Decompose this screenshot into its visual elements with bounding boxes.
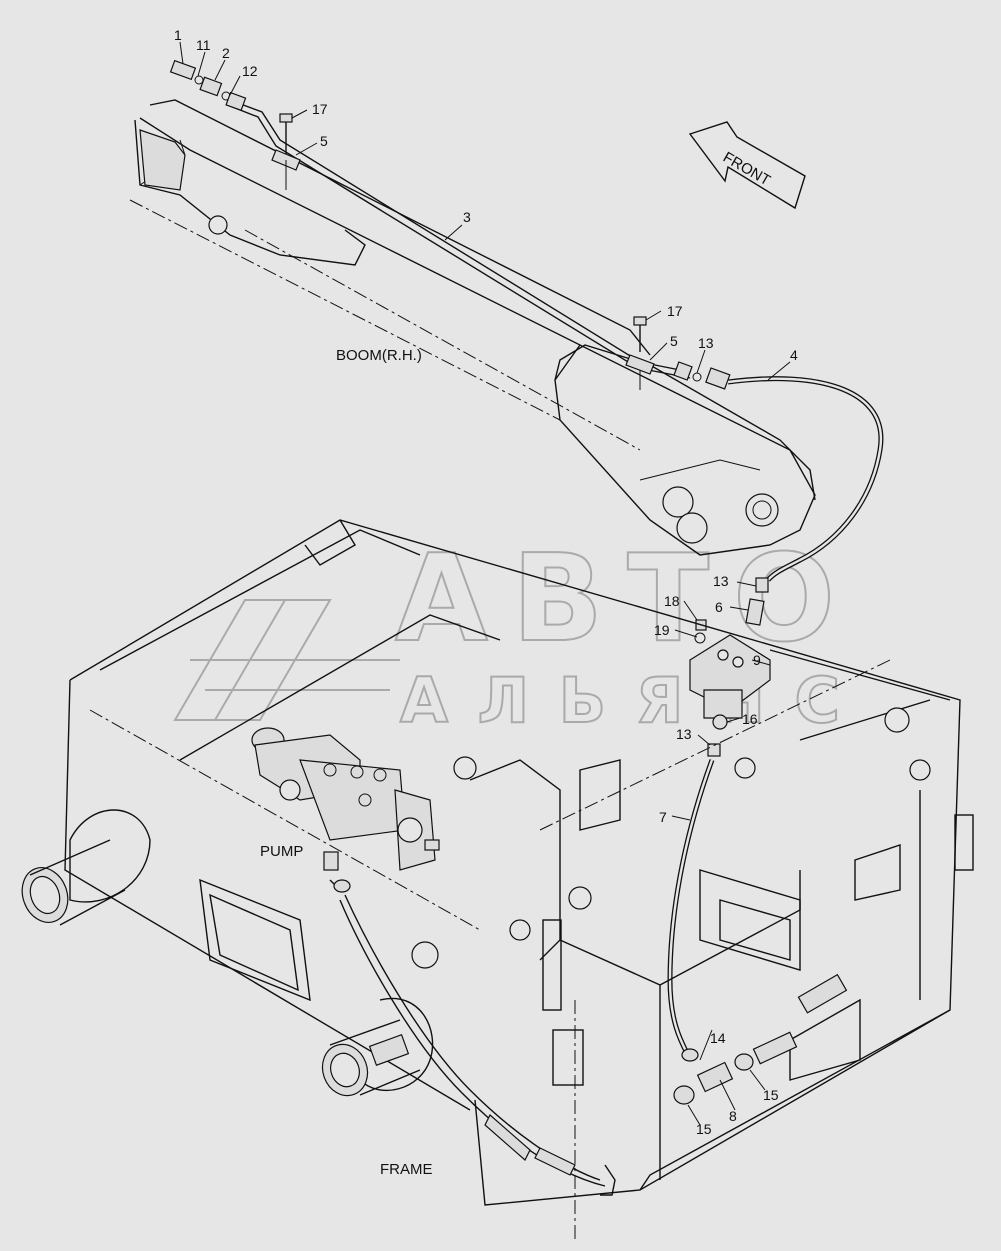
callout-2: 2 [222,45,230,61]
callouts: 1 11 2 12 17 5 3 17 5 13 4 13 18 6 19 9 … [174,27,798,1137]
callout-16: 16 [742,711,758,727]
callout-15: 15 [696,1121,712,1137]
callout-3: 3 [463,209,471,225]
frame [64,519,974,1240]
callout-17: 17 [312,101,328,117]
leader-lines [179,41,791,1126]
callout-11: 11 [196,37,211,53]
flex-hose [727,376,884,582]
front-arrow: FRONT [688,121,806,210]
callout-13: 13 [698,335,714,351]
valve-fittings [689,577,771,757]
callout-18: 18 [664,593,680,609]
boom-pin-hole-2 [676,512,708,544]
boom: BOOM(R.H.) [129,99,816,556]
boom-pin-hole-3 [745,493,779,527]
callout-9: 9 [753,652,761,668]
pump: PUMP [251,727,616,1196]
mid-bracket [625,316,731,390]
callout-13: 13 [713,573,729,589]
pump-label: PUMP [260,843,303,860]
callout-17: 17 [667,303,683,319]
callout-14: 14 [710,1030,726,1046]
callout-1: 1 [174,27,182,43]
callout-15: 15 [763,1087,779,1103]
callout-19: 19 [654,622,670,638]
callout-13: 13 [676,726,692,742]
vertical-hose [667,759,754,1105]
boom-label: BOOM(R.H.) [336,347,422,364]
callout-12: 12 [242,63,258,79]
frame-label: FRAME [380,1161,433,1178]
callout-8: 8 [729,1108,737,1124]
top-fittings [169,59,301,190]
callout-5: 5 [670,333,678,349]
callout-4: 4 [790,347,798,363]
callout-7: 7 [659,809,667,825]
steel-line [229,99,691,379]
watermark-logo-icon [173,599,400,721]
axle-tubes [21,809,434,1097]
callout-6: 6 [715,599,723,615]
boom-pin-hole-1 [662,486,694,518]
watermark-line2: АЛЬЯНС [400,664,840,737]
callout-5: 5 [320,133,328,149]
